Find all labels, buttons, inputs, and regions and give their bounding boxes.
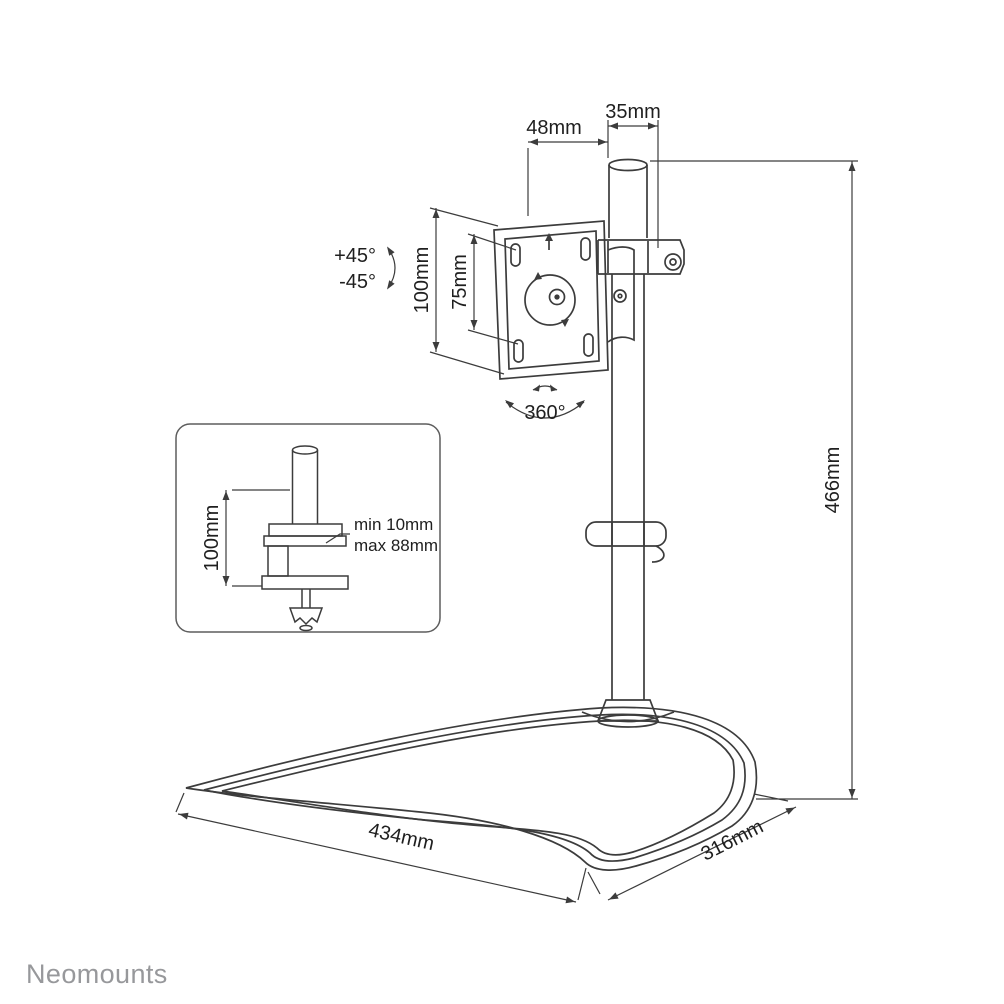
- clamp-top-plate: [268, 523, 343, 537]
- dim-top-width-label: 48mm: [526, 117, 582, 139]
- clamp-inset: [175, 423, 441, 633]
- vesa-slot-top-right: [580, 237, 591, 261]
- stand-drawing: [185, 158, 758, 871]
- dim-vesa-inner-label: 75mm: [449, 254, 471, 310]
- plate-center-hub: [548, 288, 566, 306]
- base-contour-2: [221, 719, 735, 856]
- clamp-drawing: [261, 445, 350, 632]
- vesa-slot-bottom-right: [583, 333, 594, 357]
- dim-base-depth-label: 316mm: [698, 816, 767, 866]
- dim-vesa-outer-label: 100mm: [411, 247, 433, 314]
- bracket-bolt-center: [669, 258, 677, 266]
- plate-outline: [493, 220, 609, 380]
- clamp-bottom-arm: [261, 575, 349, 590]
- vesa-slot-top-left: [510, 243, 521, 267]
- plate-center-dot: [554, 294, 560, 300]
- vesa-plate: [493, 220, 609, 380]
- clamp-leader-line: [325, 533, 350, 544]
- clamp-max-label: max 88mm: [354, 536, 438, 555]
- bracket-collar: [597, 239, 685, 275]
- bracket-bolt: [664, 253, 682, 271]
- clamp-screw: [301, 589, 311, 608]
- plate-inner-line: [504, 230, 600, 370]
- clip-band: [585, 521, 667, 547]
- plate-center-ring: [524, 274, 576, 326]
- dim-total-height-label: 466mm: [822, 447, 844, 514]
- clamp-knob-tip: [299, 624, 313, 632]
- dim-pole-diameter-label: 35mm: [605, 101, 661, 123]
- hinge-arm: [607, 246, 635, 343]
- inset-box: [175, 423, 441, 633]
- desk-base: [185, 706, 758, 871]
- dim-clamp-height-label: 100mm: [201, 505, 223, 572]
- dim-base-width-label: 434mm: [366, 819, 436, 855]
- pole-top-cap: [608, 158, 648, 172]
- vesa-slot-bottom-left: [513, 339, 524, 363]
- hinge-pivot-dot: [617, 293, 623, 299]
- dimension-extension-lines: [175, 120, 858, 903]
- clamp-tube: [291, 450, 319, 524]
- tilt-plus-label: +45°: [334, 245, 376, 267]
- rotation-label: 360°: [524, 402, 565, 424]
- dimension-lines: [175, 120, 858, 904]
- dimension-labels: 48mm 35mm 100mm 75mm +45° -45° 360° 466m…: [201, 101, 844, 866]
- cable-clip: [585, 521, 667, 563]
- clip-hook: [611, 522, 665, 563]
- clamp-min-label: min 10mm: [354, 515, 433, 534]
- collar-body: [596, 699, 660, 722]
- base-outline: [185, 706, 758, 871]
- tilt-minus-label: -45°: [339, 271, 376, 293]
- clamp-lip-plate: [263, 535, 347, 547]
- clamp-column: [267, 545, 289, 577]
- clamp-tube-top: [291, 445, 319, 455]
- pole: [608, 158, 648, 700]
- tilt-bracket: [597, 239, 685, 343]
- clamp-knob: [288, 607, 324, 626]
- neomounts-wordmark: Neomounts: [26, 959, 168, 989]
- pole-tube: [608, 165, 648, 700]
- hinge-pivot: [613, 289, 627, 303]
- dimension-arrowheads: [179, 122, 856, 904]
